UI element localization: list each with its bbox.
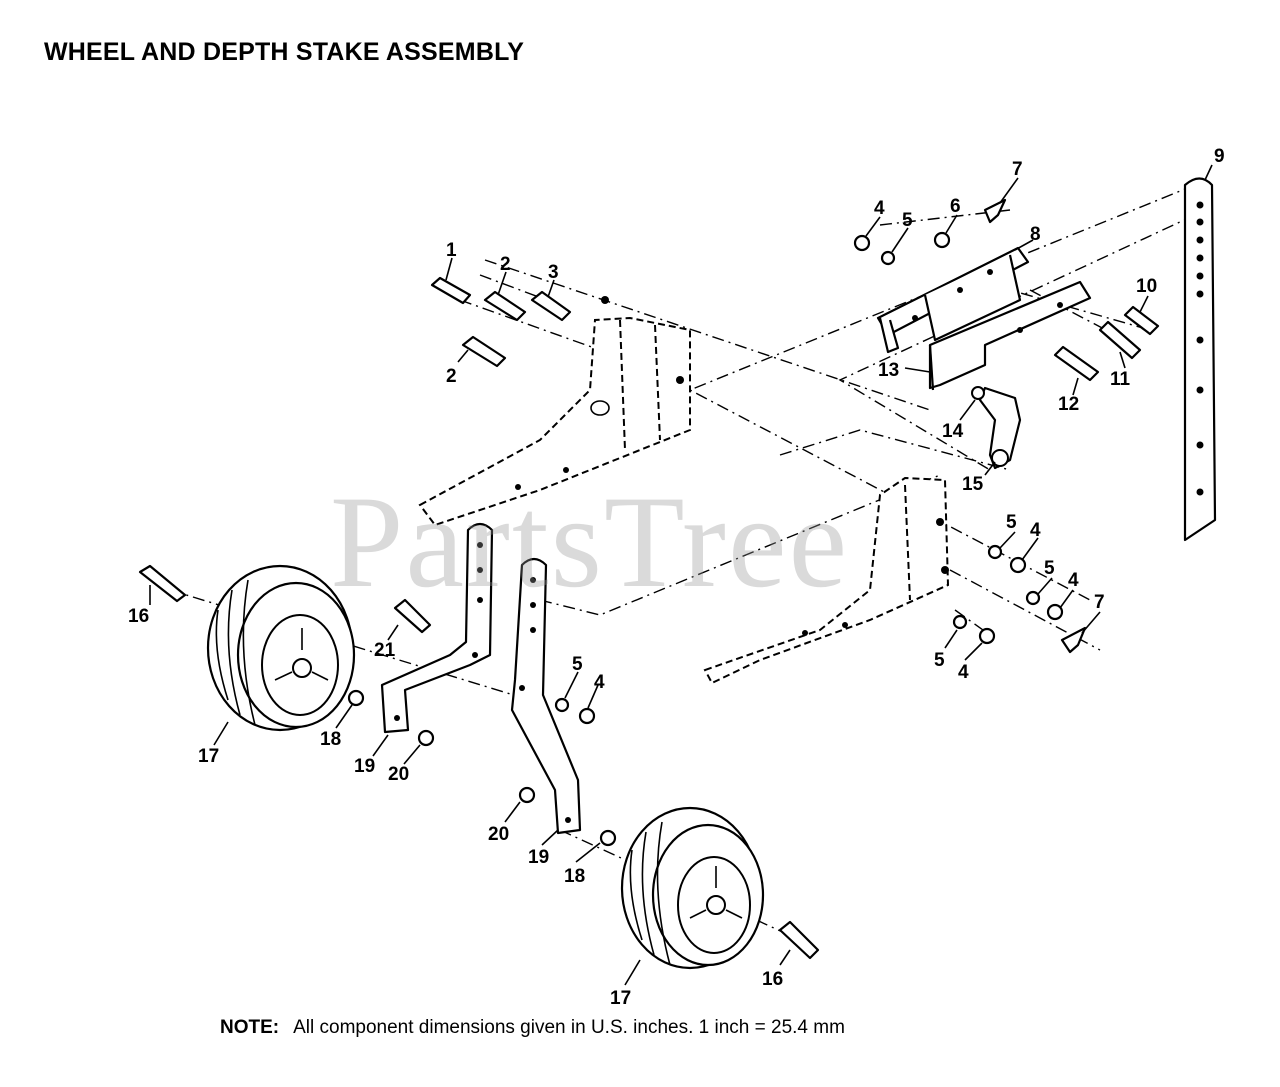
callout-numbers: 1 2 3 2 4 5 6 7 8 9 10 11 12 13 14 15 5 … [128,146,1225,1009]
callout-4-right-a: 4 [1030,520,1041,541]
diagram-title: WHEEL AND DEPTH STAKE ASSEMBLY [44,38,525,66]
callout-12: 12 [1058,394,1079,415]
callout-5-right-c: 5 [934,650,945,671]
depth-stake-bracket [876,246,1092,391]
callout-20-center: 20 [488,824,509,845]
callout-2-lower: 2 [446,366,457,387]
callout-16-right: 16 [762,969,783,990]
callout-5-right-b: 5 [1044,558,1055,579]
callout-4-top: 4 [874,198,885,219]
callout-5-right-a: 5 [1006,512,1017,533]
left-wheel [206,564,356,732]
callout-13: 13 [878,360,899,381]
callout-20-left: 20 [388,764,409,785]
callout-9: 9 [1214,146,1225,167]
callout-10: 10 [1136,276,1157,297]
callout-17-left: 17 [198,746,219,767]
callout-14: 14 [942,421,964,442]
left-frame [418,296,691,527]
callout-21: 21 [374,640,396,661]
callout-5-top: 5 [902,210,913,231]
wheel-brackets [380,522,582,835]
hardware [138,198,1160,960]
callout-4-right-c: 4 [958,662,969,683]
callout-7-right: 7 [1094,592,1105,613]
callout-19-left: 19 [354,756,375,777]
note-text: All component dimensions given in U.S. i… [293,1017,845,1038]
right-frame [703,476,950,685]
callout-11: 11 [1110,369,1131,390]
depth-stake-lever [971,386,1022,470]
callout-5-center: 5 [572,654,583,675]
callout-18-left: 18 [320,729,341,750]
leader-lines [149,164,1213,986]
callout-4-center: 4 [594,672,605,693]
dimension-note: NOTE: All component dimensions given in U… [220,1017,845,1039]
callout-15: 15 [962,474,984,495]
callout-1: 1 [446,240,457,261]
callout-16-left: 16 [128,606,149,627]
callout-3: 3 [548,262,559,283]
callout-17-right: 17 [610,988,631,1009]
note-label: NOTE: [220,1017,280,1038]
callout-18-center: 18 [564,866,585,887]
callout-6: 6 [950,196,961,217]
callout-4-right-b: 4 [1068,570,1079,591]
right-wheel [620,806,765,970]
callout-2-upper: 2 [500,254,511,275]
callout-8: 8 [1030,224,1041,245]
callout-7-top: 7 [1012,159,1023,180]
callout-19-center: 19 [528,847,549,868]
depth-stake-bar [1183,177,1217,542]
